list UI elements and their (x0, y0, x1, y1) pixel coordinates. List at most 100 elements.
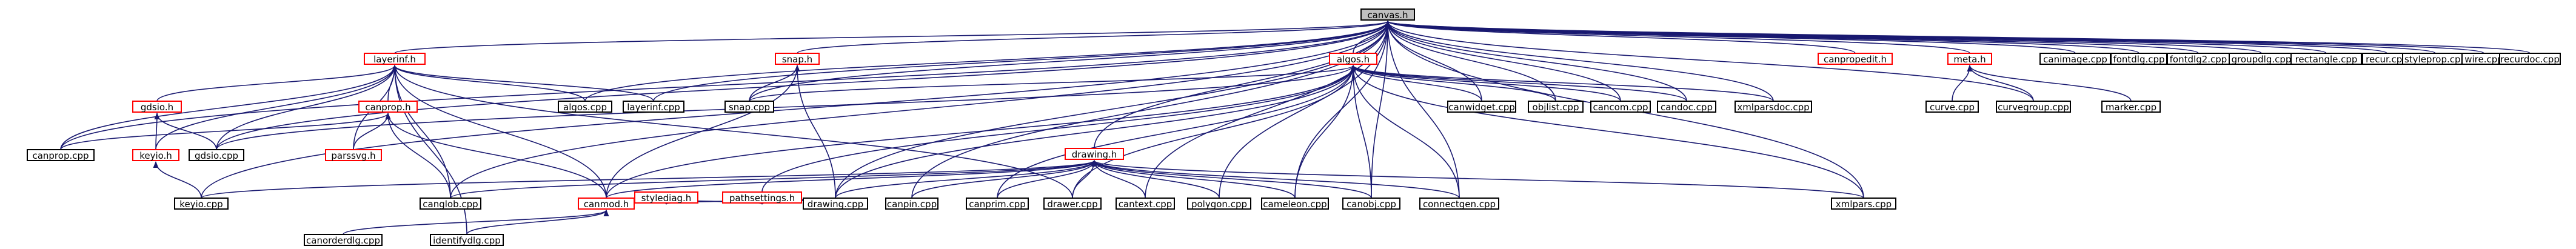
node-label: gdsio.h (141, 102, 173, 113)
edge-marker_cpp-to-meta_h (1967, 64, 2132, 102)
node-polygon-cpp[interactable]: polygon.cpp (1187, 198, 1251, 210)
node-box (1419, 198, 1499, 210)
node-recurdoc-cpp[interactable]: recurdoc.cpp (2499, 53, 2561, 65)
node-label: canpin.cpp (887, 199, 937, 210)
node-canvas-h[interactable]: canvas.h (1360, 8, 1415, 21)
edge-canobj_cpp-to-algos_h (1350, 64, 1372, 199)
node-canglob-cpp[interactable]: canglob.cpp (420, 198, 481, 210)
node-identifydlg-cpp[interactable]: identifydlg.cpp (430, 234, 504, 246)
node-curve-cpp[interactable]: curve.cpp (1925, 101, 1979, 113)
node-snap-cpp[interactable]: snap.cpp (724, 101, 774, 113)
node-box (2101, 101, 2161, 113)
edge-cameleon_cpp-to-algos_h (1294, 64, 1356, 199)
node-label: gdsio.cpp (195, 150, 238, 161)
node-layerinf-h[interactable]: layerinf.h (364, 53, 426, 65)
node-connectgen-cpp[interactable]: connectgen.cpp (1419, 198, 1499, 210)
node-label: drawer.cpp (1047, 199, 1097, 210)
dependency-edges (60, 20, 2531, 235)
node-candoc-cpp[interactable]: candoc.cpp (1657, 101, 1716, 113)
node-xmlpars-cpp[interactable]: xmlpars.cpp (1831, 198, 1896, 210)
edge-fontdlg2_cpp-to-canvas_h (1385, 20, 2199, 54)
node-box (1447, 101, 1516, 113)
node-box (803, 198, 868, 210)
node-keyio-cpp[interactable]: keyio.cpp (174, 198, 229, 210)
node-algos-cpp[interactable]: algos.cpp (558, 101, 612, 113)
node-canpropedit-h[interactable]: canpropedit.h (1818, 53, 1893, 65)
node-objlist-cpp[interactable]: objlist.cpp (1528, 101, 1584, 113)
edge-gdsio_h-to-layerinf_h (156, 64, 398, 102)
node-fontdlg-cpp[interactable]: fontdlg.cpp (2110, 53, 2167, 65)
edge-polygon_cpp-to-canvas_h (1219, 20, 1391, 199)
node-canmod-h[interactable]: canmod.h (578, 198, 635, 210)
node-gdsio-h[interactable]: gdsio.h (132, 101, 182, 113)
edge-keyio_cpp-to-drawing_h (201, 159, 1097, 199)
node-gdsio-cpp[interactable]: gdsio.cpp (189, 149, 244, 161)
node-fontdlg2-cpp[interactable]: fontdlg2.cpp (2167, 53, 2230, 65)
edge-cancom_cpp-to-canvas_h (1385, 20, 1621, 102)
edge-canmod_h-to-drawing_h (606, 159, 1097, 199)
node-canprim-cpp[interactable]: canprim.cpp (966, 198, 1029, 210)
node-layerinf-cpp[interactable]: layerinf.cpp (623, 101, 684, 113)
node-styleprop-cpp[interactable]: styleprop.cpp (2402, 53, 2469, 65)
node-cameleon-cpp[interactable]: cameleon.cpp (1261, 198, 1329, 210)
node-box (1329, 53, 1377, 65)
edge-pathsettings_h-to-algos_h (761, 64, 1356, 193)
node-box (623, 101, 684, 113)
edge-candoc_cpp-to-algos_h (1350, 64, 1687, 102)
node-box (1065, 148, 1124, 160)
node-curvegroup-cpp[interactable]: curvegroup.cpp (1996, 101, 2071, 113)
node-marker-cpp[interactable]: marker.cpp (2101, 101, 2161, 113)
edge-connectgen_cpp-to-drawing_h (1091, 159, 1460, 199)
node-stylediag-h[interactable]: stylediag.h (634, 191, 698, 204)
edge-canprim_cpp-to-drawing_h (997, 159, 1097, 199)
node-label: canwidget.cpp (1448, 102, 1515, 113)
node-box (775, 53, 820, 65)
node-rectangle-cpp[interactable]: rectangle.cpp (2290, 53, 2362, 65)
node-algos-h[interactable]: algos.h (1329, 53, 1377, 65)
node-box (132, 149, 179, 161)
node-drawing-cpp[interactable]: drawing.cpp (803, 198, 868, 210)
edge-canmod_h-to-algos_h (606, 64, 1356, 199)
node-canprop-h[interactable]: canprop.h (358, 101, 418, 113)
node-xmlparsdoc-cpp[interactable]: xmlparsdoc.cpp (1735, 101, 1812, 113)
edge-snap_cpp-to-algos_h (749, 64, 1356, 102)
edge-canobj_cpp-to-drawing_h (1091, 159, 1372, 199)
node-canwidget-cpp[interactable]: canwidget.cpp (1447, 101, 1516, 113)
file-nodes: canvas.h layerinf.h snap.h algos.h canproped… (27, 8, 2561, 246)
node-canpin-cpp[interactable]: canpin.cpp (885, 198, 938, 210)
node-canobj-cpp[interactable]: canobj.cpp (1342, 198, 1400, 210)
node-drawing-h[interactable]: drawing.h (1065, 148, 1124, 160)
edge-xmlparsdoc_cpp-to-canvas_h (1385, 20, 1774, 102)
node-box (722, 191, 802, 204)
edge-gdsio_cpp-to-algos_h (216, 64, 1356, 150)
node-wire-cpp[interactable]: wire.cpp (2461, 53, 2506, 65)
node-snap-h[interactable]: snap.h (775, 53, 820, 65)
edge-gdsio_cpp-to-layerinf_h (216, 64, 398, 150)
edge-drawer_cpp-to-layerinf_h (392, 64, 1073, 199)
node-cantext-cpp[interactable]: cantext.cpp (1116, 198, 1175, 210)
node-box (578, 198, 635, 210)
node-canprop-cpp[interactable]: canprop.cpp (27, 149, 95, 161)
node-cancom-cpp[interactable]: cancom.cpp (1590, 101, 1651, 113)
edge-keyio_cpp-to-canvas_h (201, 20, 1391, 199)
node-parssvg-h[interactable]: parssvg.h (325, 149, 382, 161)
node-drawer-cpp[interactable]: drawer.cpp (1043, 198, 1102, 210)
node-recur-cpp[interactable]: recur.cpp (2362, 53, 2412, 65)
node-keyio-h[interactable]: keyio.h (132, 149, 179, 161)
edge-xmlpars_cpp-to-drawing_h (1091, 159, 1864, 199)
node-label: stylediag.h (641, 193, 692, 204)
node-canorderdlg-cpp[interactable]: canorderdlg.cpp (304, 234, 383, 246)
node-box (1831, 198, 1896, 210)
node-groupdlg-cpp[interactable]: groupdlg.cpp (2229, 53, 2294, 65)
node-canimage-cpp[interactable]: canimage.cpp (2039, 53, 2111, 65)
node-label: fontdlg2.cpp (2170, 54, 2227, 65)
edge-snap_h-to-canvas_h (797, 20, 1391, 54)
node-label: polygon.cpp (1191, 199, 1247, 210)
node-meta-h[interactable]: meta.h (1947, 53, 1992, 65)
edge-identifydlg_cpp-to-canmod_h (466, 209, 609, 235)
node-label: curvegroup.cpp (1998, 102, 2069, 113)
node-box (1947, 53, 1992, 65)
node-label: wire.cpp (2464, 54, 2503, 65)
edge-meta_h-to-canvas_h (1385, 20, 1970, 54)
node-pathsettings-h[interactable]: pathsettings.h (722, 191, 802, 204)
